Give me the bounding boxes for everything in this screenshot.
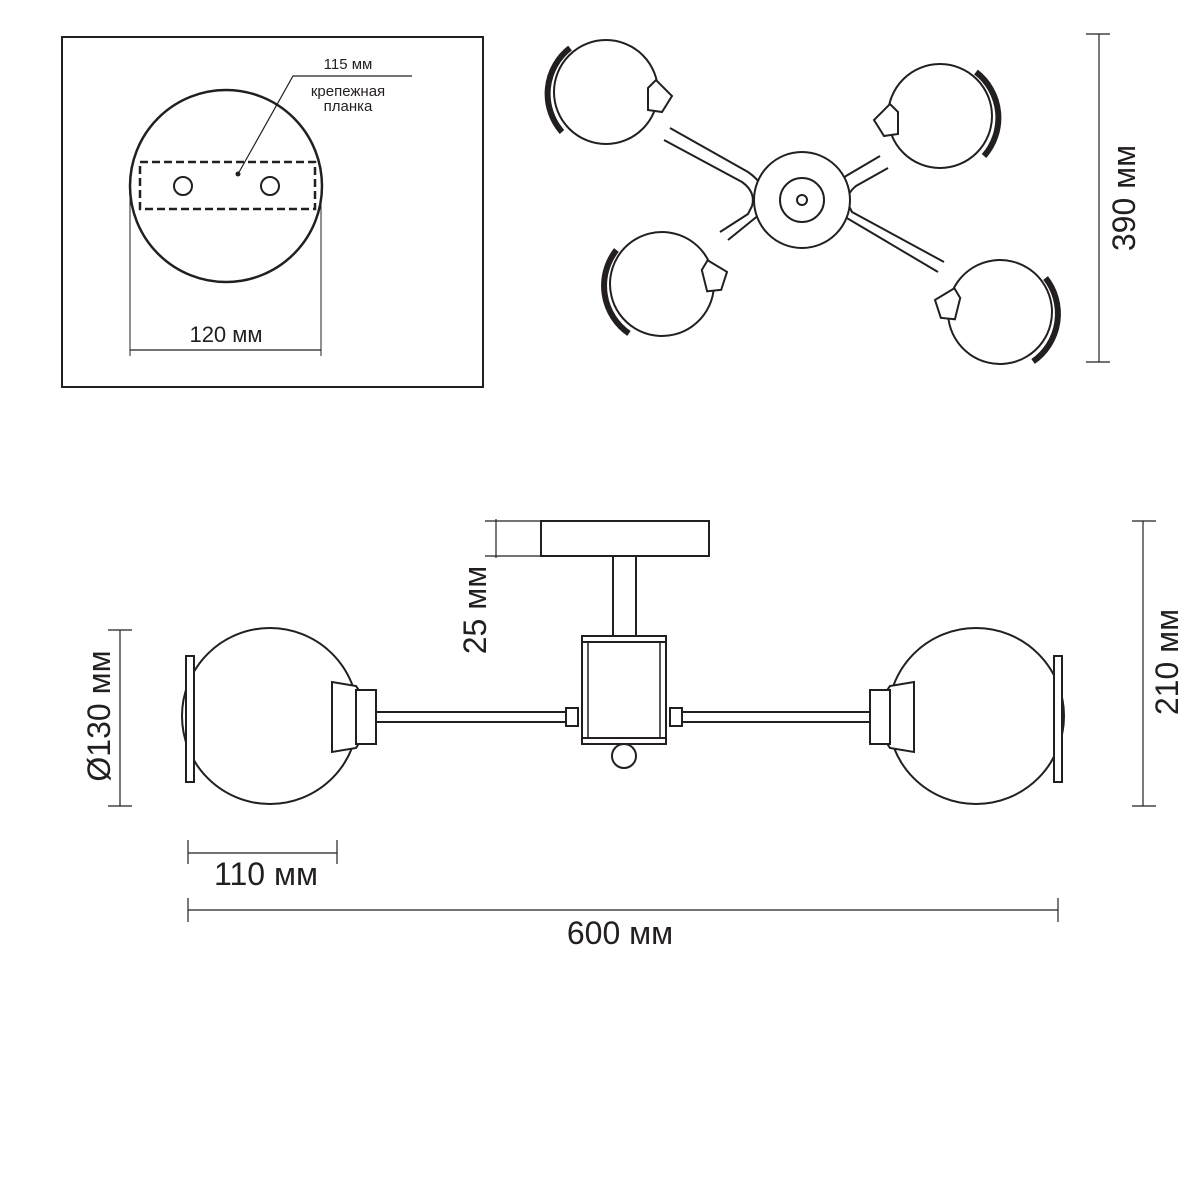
side-shade-right [869, 627, 1065, 805]
side-rod [612, 555, 637, 637]
depth-dimension [1086, 33, 1110, 363]
mounting-base-inset: 115 мм крепежная планка 120 мм [61, 36, 484, 388]
top-view-shade-upper-left [548, 40, 672, 144]
plate-name-line1: крепежная [311, 83, 385, 100]
plate-width-label: 115 мм [324, 56, 373, 73]
base-diameter-label: 120 мм [189, 322, 262, 347]
top-view-canopy-center [796, 194, 808, 206]
mounting-screw-hole-left [173, 176, 193, 196]
plate-name-line2: планка [324, 98, 373, 115]
side-canopy-plate [540, 520, 710, 557]
mounting-plate [138, 160, 317, 211]
plate-leader-line [237, 75, 412, 175]
total-width-dimension [187, 898, 1059, 922]
base-diameter-dimension [129, 196, 322, 356]
top-view-shade-upper-right [874, 64, 998, 168]
shade-diameter-dimension [108, 629, 132, 807]
side-arms [376, 707, 876, 727]
side-center-body [581, 635, 667, 745]
total-height-dimension [1132, 520, 1156, 807]
shade-length-label: 110 мм [214, 856, 318, 892]
top-view: 390 мм [548, 33, 1142, 377]
shade-diameter-label: Ø130 мм [81, 650, 117, 781]
top-view-shade-lower-right [923, 246, 1069, 377]
canopy-base-circle [128, 88, 324, 284]
side-view: 25 мм 210 мм Ø130 мм 110 мм 600 мм [81, 519, 1185, 951]
shade-length-dimension [187, 840, 338, 864]
top-view-shade-lower-left [593, 218, 739, 349]
canopy-height-label: 25 мм [457, 566, 493, 654]
side-shade-left [181, 627, 377, 805]
total-width-label: 600 мм [567, 915, 673, 951]
depth-label: 390 мм [1106, 145, 1142, 251]
side-finial [611, 743, 637, 769]
canopy-height-dimension [485, 519, 541, 558]
total-height-label: 210 мм [1149, 609, 1185, 715]
mounting-screw-hole-right [260, 176, 280, 196]
